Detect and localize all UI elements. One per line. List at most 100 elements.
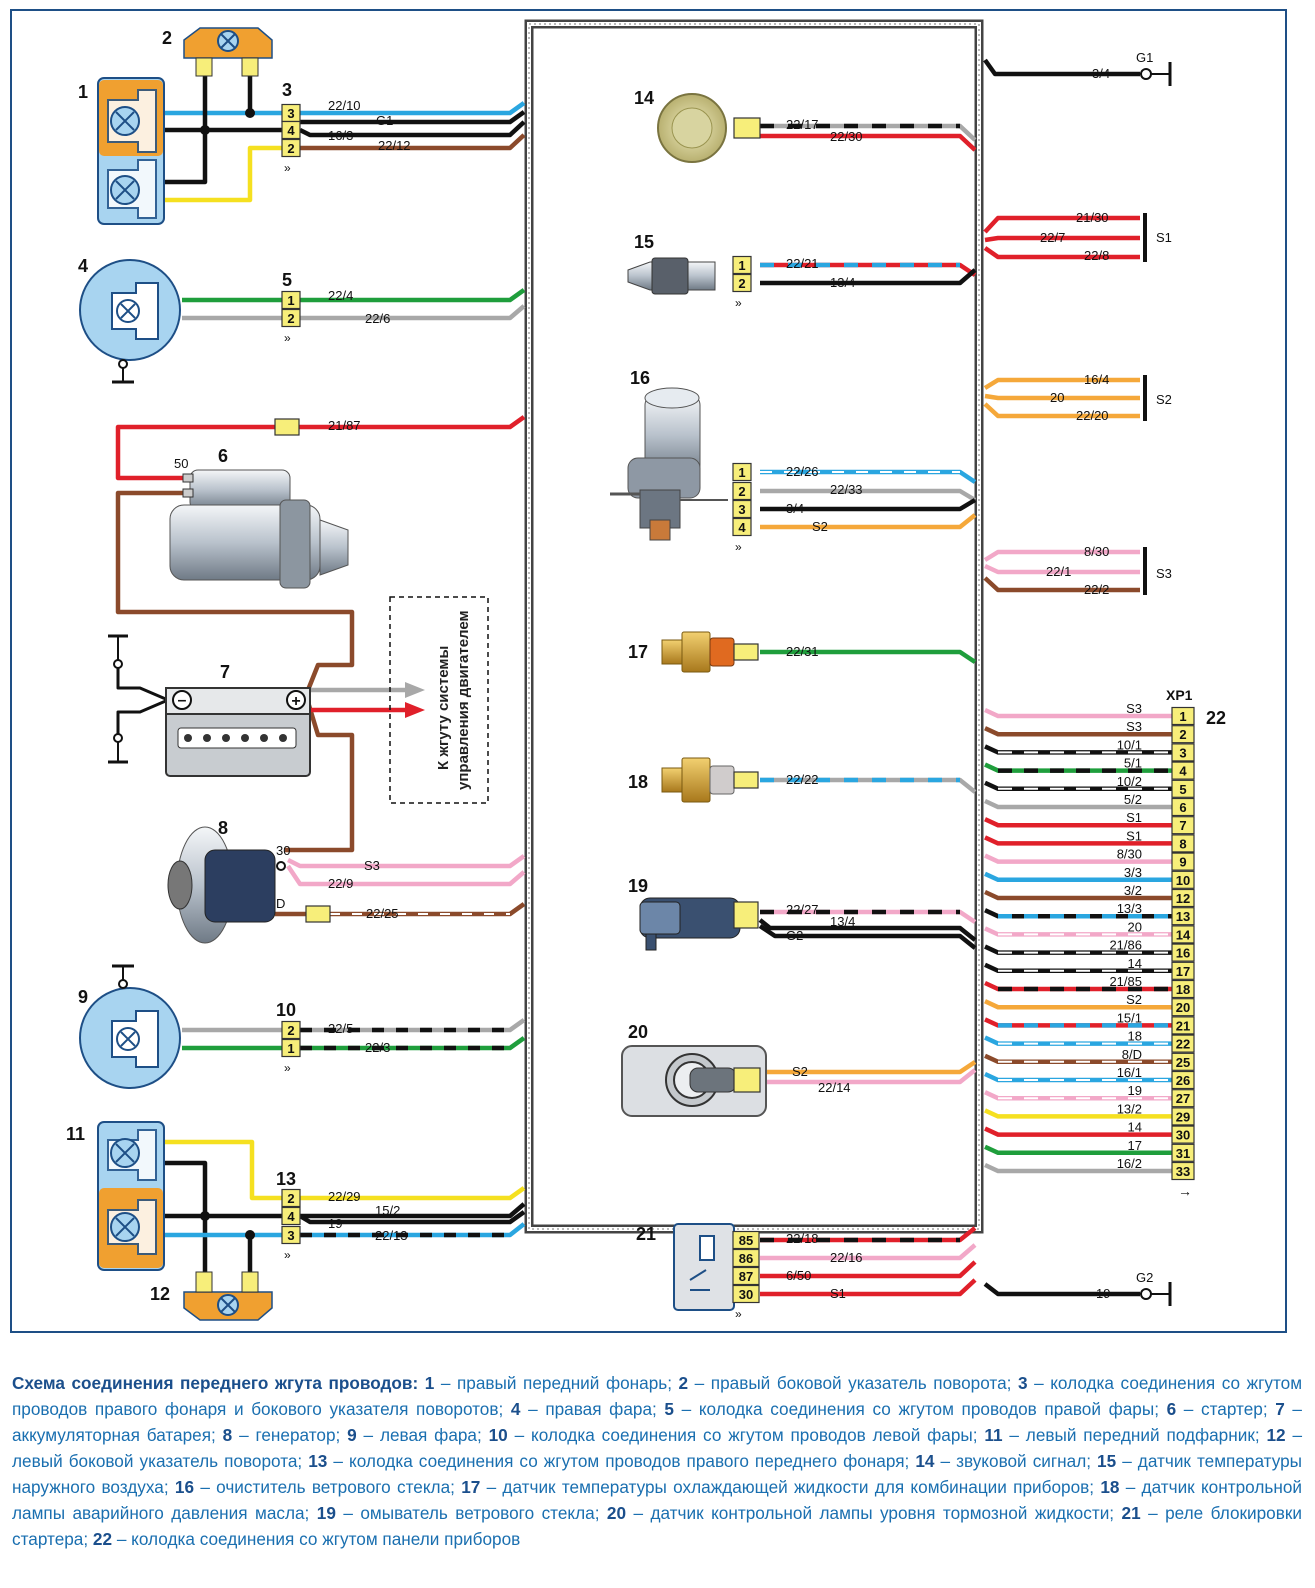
xp1-wire-label: 14 bbox=[1128, 1120, 1142, 1135]
connector-pin bbox=[732, 273, 752, 293]
engine-harness-note-box: К жгуту системы управления двигателем bbox=[389, 596, 489, 804]
xp1-wire-label: S1 bbox=[1126, 828, 1142, 843]
caption-segment: – колодка соединения со жгутом проводов … bbox=[507, 1425, 985, 1445]
connector-pin-label: 3 bbox=[287, 106, 294, 121]
xp1-wires bbox=[984, 707, 1172, 1174]
wire-label: S2 bbox=[812, 519, 828, 534]
inline-connectors bbox=[274, 117, 761, 1093]
connector-pin-label: 1 bbox=[287, 293, 294, 308]
wire-label: 22/27 bbox=[786, 902, 819, 917]
wire-label: G1 bbox=[376, 113, 393, 128]
label-22: 22 bbox=[1206, 708, 1226, 728]
wire-label: 22/13 bbox=[375, 1228, 408, 1243]
label-21: 21 bbox=[636, 1224, 656, 1244]
xp1-wire-label: 10/2 bbox=[1117, 774, 1142, 789]
label-19: 19 bbox=[628, 876, 648, 896]
xp1-pin bbox=[1171, 1070, 1195, 1090]
xp1-pin-number: 10 bbox=[1176, 873, 1190, 888]
connector-pin-label: 1 bbox=[738, 465, 745, 480]
xp1-wire-label: 21/85 bbox=[1109, 974, 1142, 989]
wire-label: 19 bbox=[1096, 1286, 1110, 1301]
connector-pin-label: 86 bbox=[739, 1251, 753, 1266]
connector-pin bbox=[732, 1266, 760, 1286]
wire-label: 22/1 bbox=[1046, 564, 1071, 579]
wire-label: S1 bbox=[1156, 230, 1172, 245]
xp1-pin-number: 22 bbox=[1176, 1037, 1190, 1052]
xp1-wire-label: 20 bbox=[1128, 919, 1142, 934]
wire-label: 22/12 bbox=[378, 138, 411, 153]
xp1-pin-number: 2 bbox=[1179, 727, 1186, 742]
caption-segment: – колодка соединения со жгутом панели пр… bbox=[112, 1529, 521, 1549]
caption-segment: – датчик температуры охлаждающей жидкост… bbox=[480, 1477, 1101, 1497]
xp1-wire bbox=[984, 1162, 1172, 1174]
xp1-pin-number: 25 bbox=[1176, 1055, 1190, 1070]
wire-label: 22/33 bbox=[830, 482, 863, 497]
xp1-wire-label: S2 bbox=[1126, 992, 1142, 1007]
connector-pin-label: 87 bbox=[739, 1269, 753, 1284]
xp1-pin bbox=[1171, 1052, 1195, 1071]
connector-pin-label: 2 bbox=[738, 484, 745, 499]
xp1-wire-label: 8/D bbox=[1122, 1047, 1142, 1062]
connector-pin bbox=[281, 1020, 301, 1040]
xp1-pin bbox=[1171, 1016, 1195, 1035]
xp1-pin-number: 16 bbox=[1176, 946, 1190, 961]
label-17: 17 bbox=[628, 642, 648, 662]
xp1-pin-number: 20 bbox=[1176, 1000, 1190, 1015]
connector-pin-label: 4 bbox=[287, 123, 295, 138]
coolant-temperature-sensor bbox=[661, 631, 735, 673]
xp1-pin bbox=[1171, 888, 1195, 908]
left-headlamp bbox=[79, 964, 181, 1089]
wire-label: 6/50 bbox=[786, 1268, 811, 1283]
xp1-wire-label: 14 bbox=[1128, 956, 1142, 971]
label-6: 6 bbox=[218, 446, 228, 466]
xp1-wire-label: S1 bbox=[1126, 810, 1142, 825]
label-15: 15 bbox=[634, 232, 654, 252]
xp1-wire-label: 13/3 bbox=[1117, 901, 1142, 916]
wire-label: S2 bbox=[792, 1064, 808, 1079]
connector-pin bbox=[281, 120, 301, 140]
caption-segment: – датчик контрольной лампы аварийного да… bbox=[12, 1477, 1302, 1523]
xp1-wire-label: 21/86 bbox=[1109, 938, 1142, 953]
caption-segment: Схема соединения переднего жгута проводо… bbox=[12, 1373, 425, 1393]
xp1-pin bbox=[1171, 998, 1195, 1017]
connector-pin-label: 3 bbox=[738, 502, 745, 517]
xp1-wire bbox=[984, 835, 1172, 846]
starter bbox=[169, 469, 349, 589]
caption-segment: – датчик температуры наружного воздуха; bbox=[12, 1451, 1303, 1497]
connector-pin-label: 4 bbox=[738, 520, 746, 535]
caption-segment: – левая фара; bbox=[356, 1425, 489, 1445]
xp1-wire bbox=[984, 707, 1172, 719]
caption-segment: 17 bbox=[461, 1477, 481, 1497]
caption-segment: – реле блокировки стартера; bbox=[12, 1503, 1302, 1549]
wire-label: 22/10 bbox=[328, 98, 361, 113]
xp1-pin bbox=[1171, 743, 1195, 762]
label-14: 14 bbox=[634, 88, 654, 108]
label-3: 3 bbox=[282, 80, 292, 100]
xp1-pin bbox=[1171, 961, 1195, 980]
caption-segment: – левый передний подфарник; bbox=[1002, 1425, 1267, 1445]
connector-pin-label: 2 bbox=[287, 1023, 294, 1038]
xp1-wire bbox=[984, 1144, 1172, 1156]
wire-label: 22/7 bbox=[1040, 230, 1065, 245]
connector-lock-mark: » bbox=[284, 1061, 291, 1075]
connector-pin bbox=[281, 308, 301, 328]
brake-fluid-level-sensor bbox=[621, 1045, 767, 1117]
wiring-diagram: – + К жгуту системы управления двигателе… bbox=[10, 9, 1287, 1333]
caption-segment: – генератор; bbox=[232, 1425, 348, 1445]
connector-pin-label: 2 bbox=[287, 141, 294, 156]
wire-label: 22/21 bbox=[786, 256, 819, 271]
connector-pin-label: 2 bbox=[287, 1191, 294, 1206]
oil-pressure-sensor bbox=[661, 757, 735, 803]
wire-label: 20 bbox=[1050, 390, 1064, 405]
svg-text:–: – bbox=[178, 692, 187, 709]
wire-label: 22/8 bbox=[1084, 248, 1109, 263]
engine-harness-note-line2: управления двигателем bbox=[455, 610, 472, 790]
xp1-pin bbox=[1171, 1161, 1195, 1181]
right-side-indicator bbox=[183, 27, 273, 77]
right-front-lamp bbox=[97, 77, 165, 225]
caption-segment: 16 bbox=[174, 1477, 195, 1497]
xp1-wire bbox=[984, 817, 1172, 828]
xp1-pin bbox=[1171, 1143, 1195, 1162]
label-13: 13 bbox=[276, 1169, 296, 1189]
